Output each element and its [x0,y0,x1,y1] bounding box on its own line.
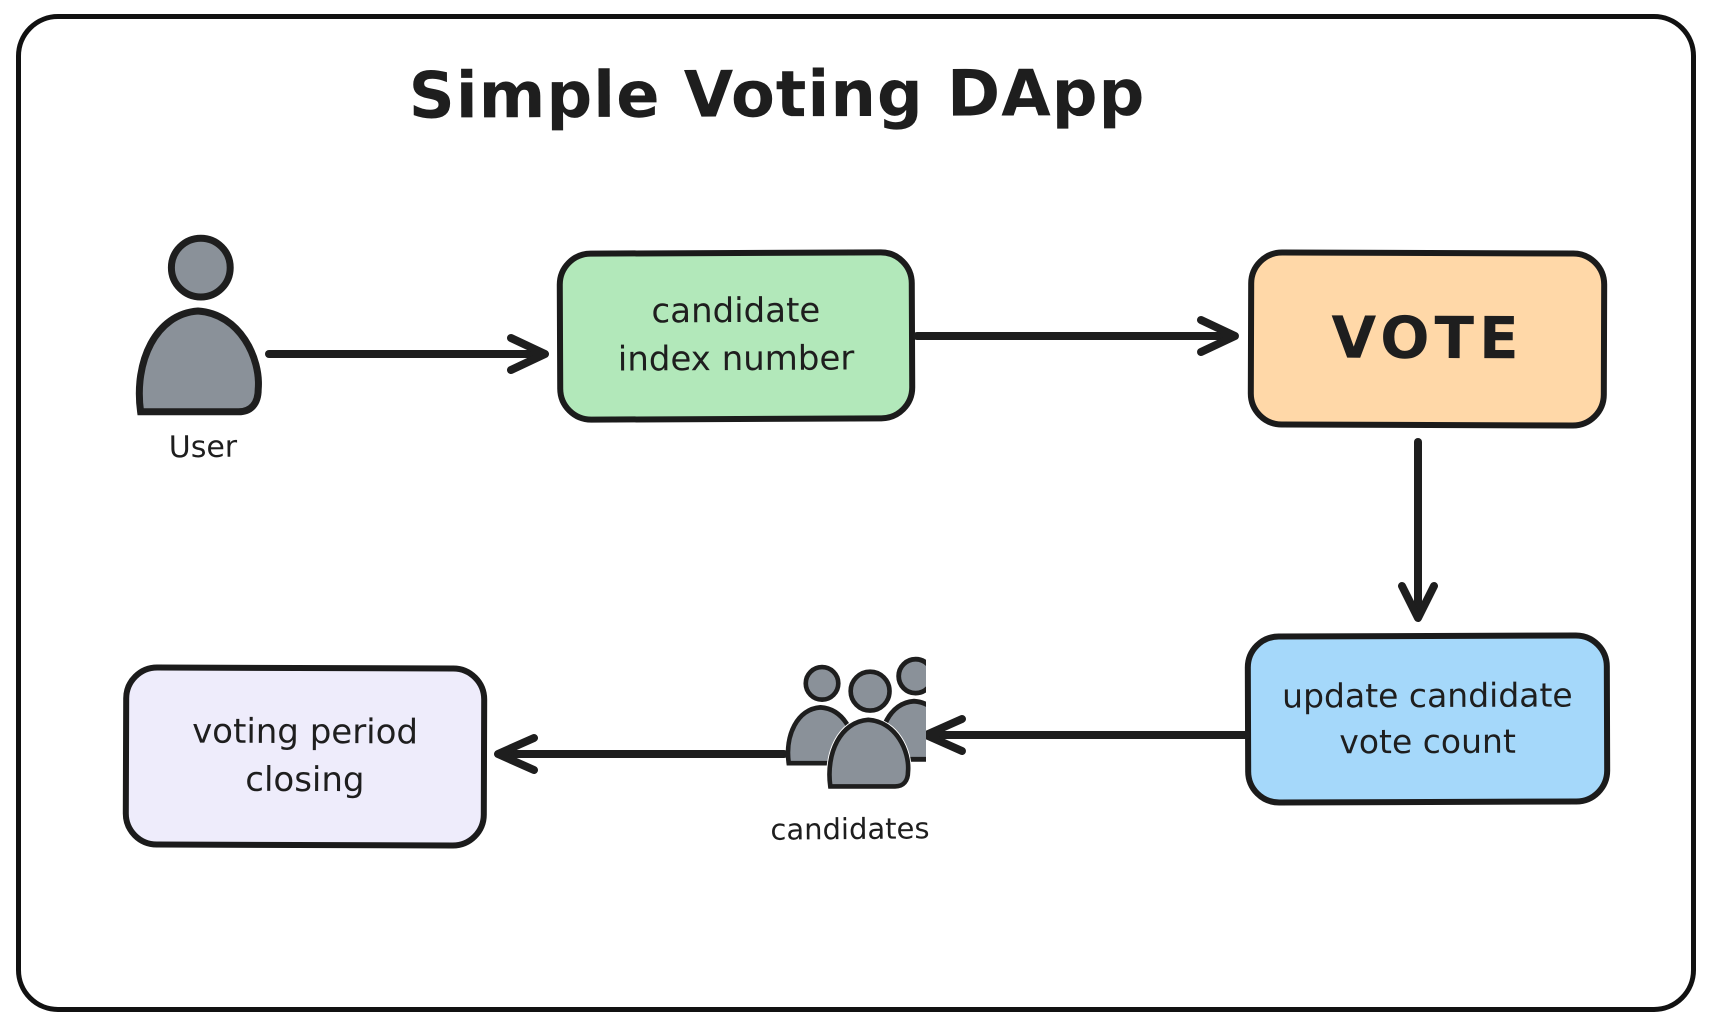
voting-period-line-2: closing [245,759,365,800]
arrow-candidates-to-voting-period [494,734,788,774]
candidate-index-number-box: candidate index number [556,249,916,423]
diagram-border-frame [16,14,1696,1012]
candidates-label: candidates [770,811,930,847]
arrow-vote-to-update-count [1398,438,1438,622]
user-person-icon [128,232,268,418]
update-count-line-1: update candidate [1282,675,1573,716]
voting-period-closing-box: voting period closing [122,664,488,849]
arrow-candidate-index-to-vote [913,316,1239,356]
candidate-index-line-2: index number [617,338,855,380]
voting-period-line-1: voting period [192,711,419,753]
diagram-title: Simple Voting DApp [408,56,1146,134]
vote-label: VOTE [1331,304,1524,373]
user-label: User [168,429,238,466]
candidate-index-line-1: candidate [651,291,821,332]
arrow-update-count-to-candidates [922,715,1250,755]
update-count-line-2: vote count [1339,721,1516,762]
candidates-people-group-icon [758,650,926,792]
arrow-user-to-candidate-index [265,334,549,374]
update-vote-count-box: update candidate vote count [1244,632,1611,806]
vote-box: VOTE [1247,249,1608,429]
